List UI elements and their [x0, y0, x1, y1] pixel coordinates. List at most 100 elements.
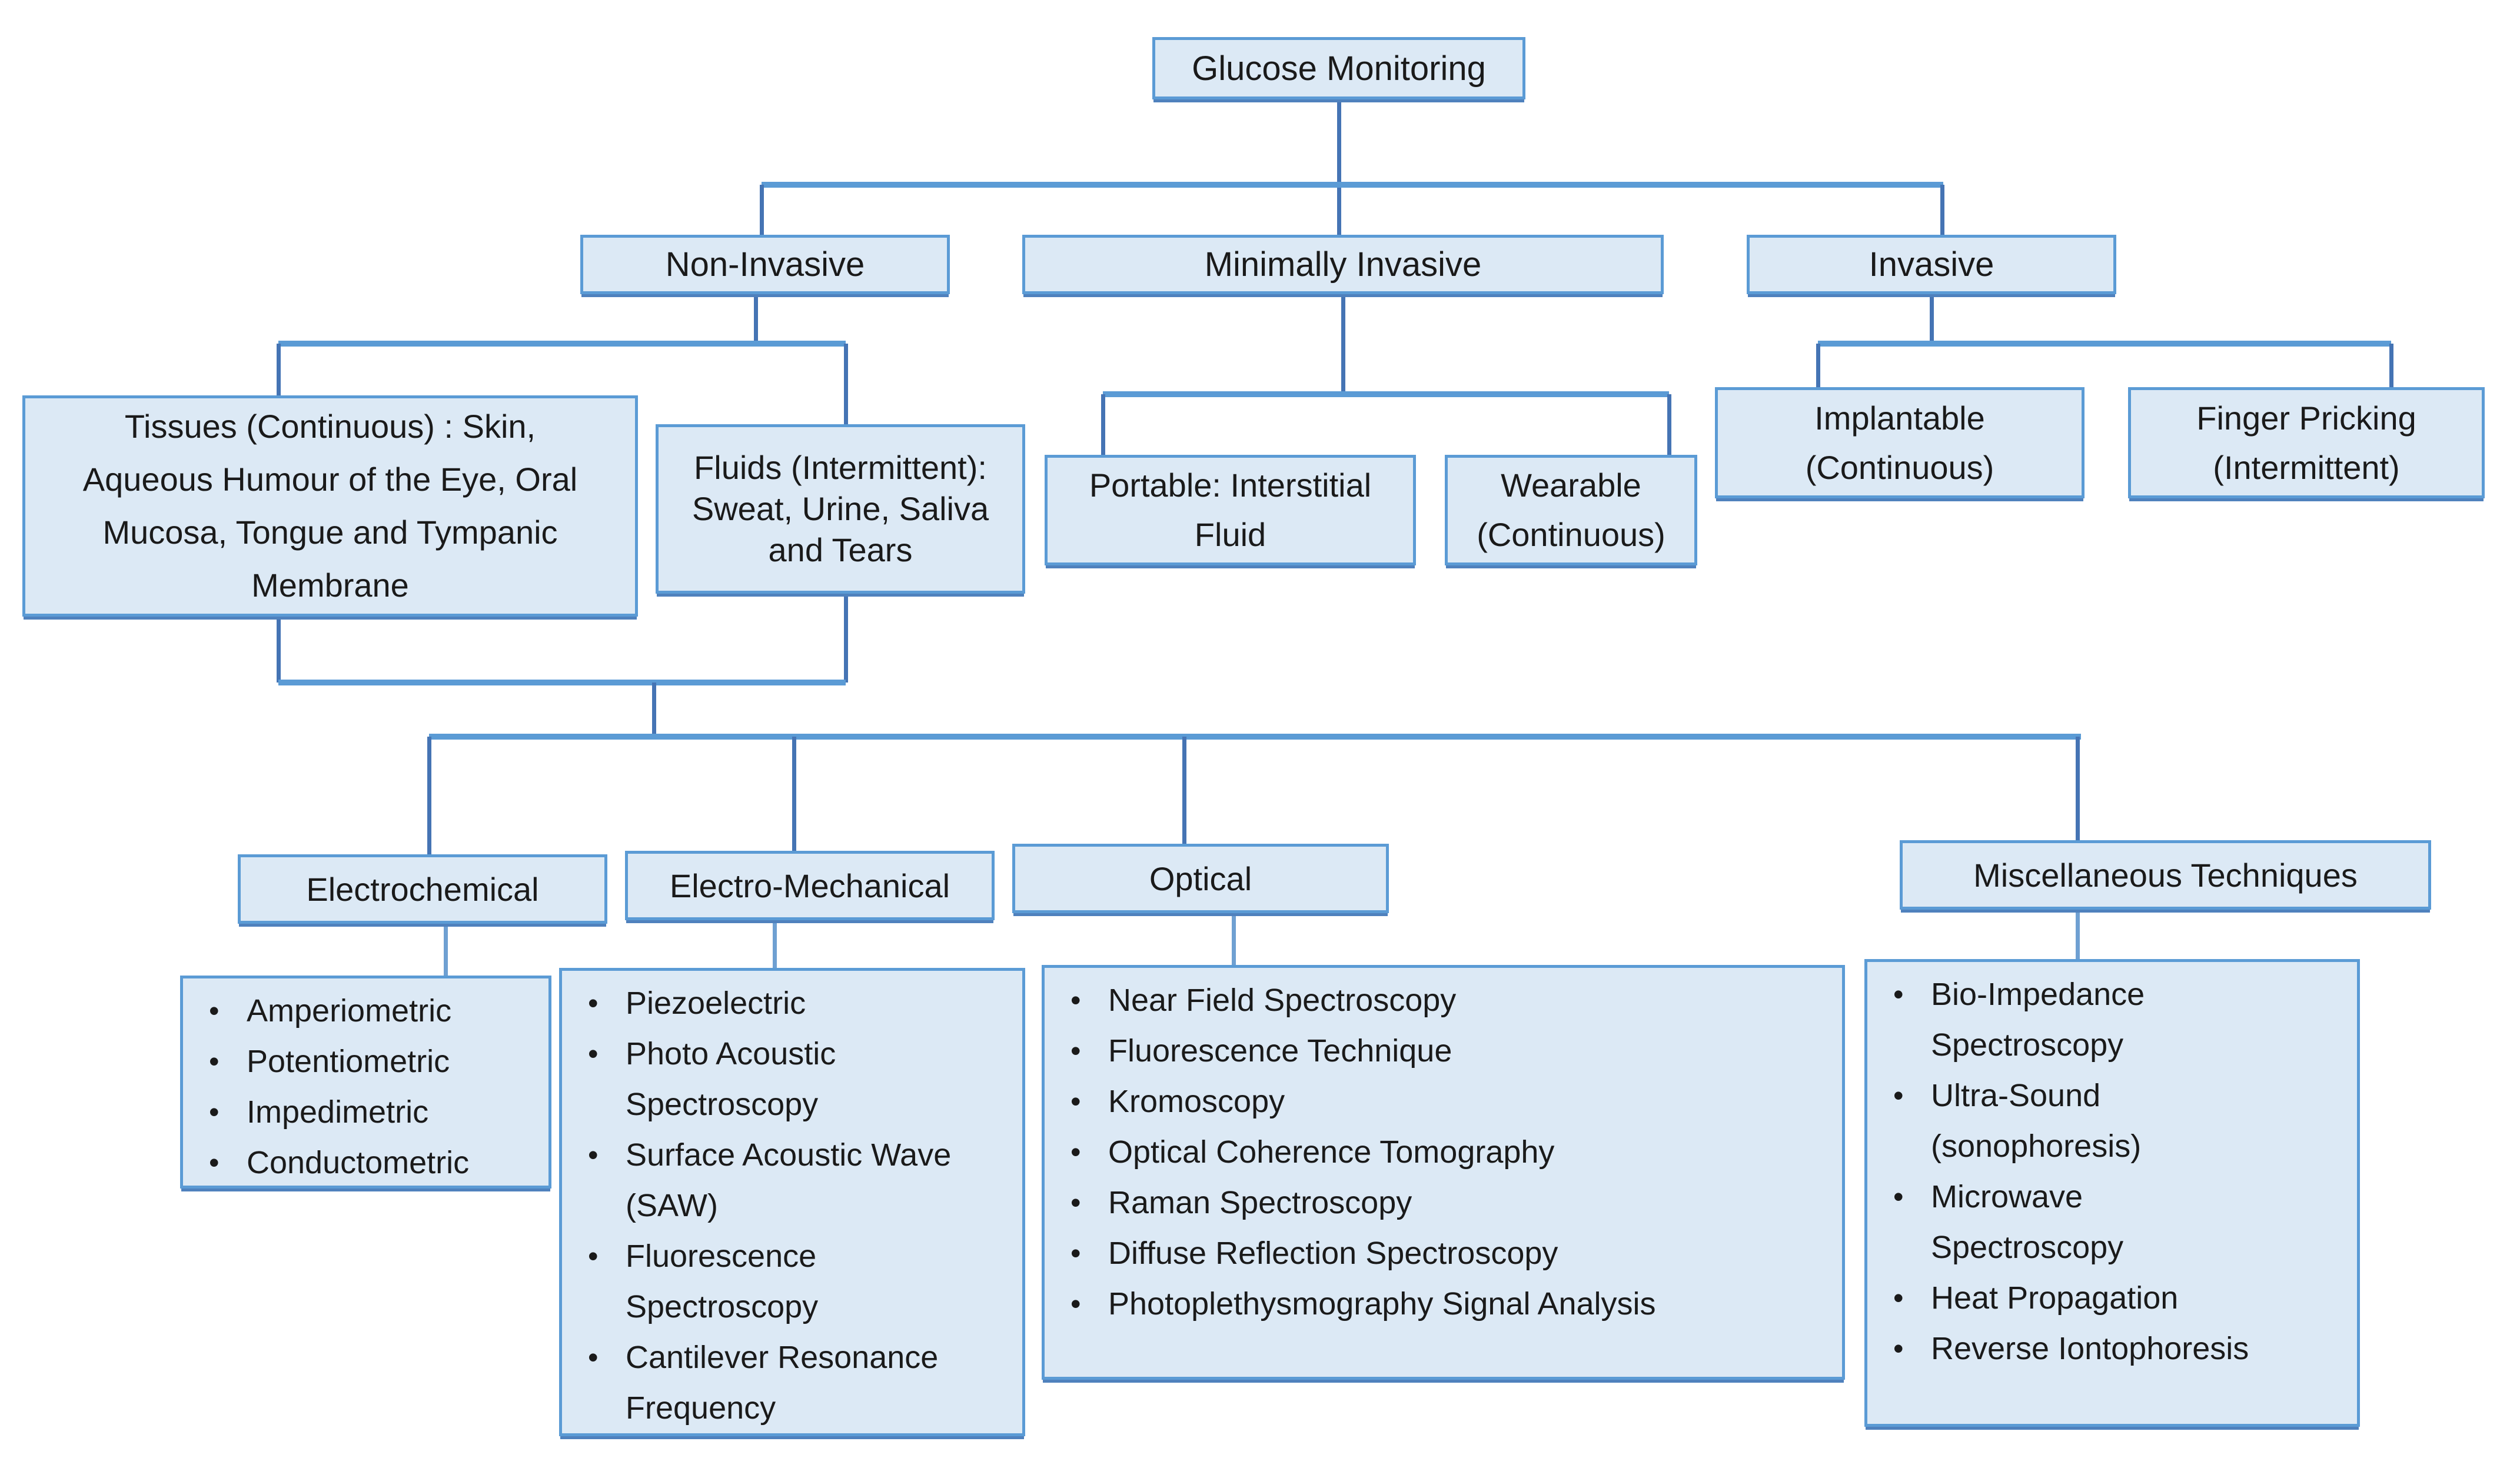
connector-line — [427, 737, 431, 854]
bullet-icon: • — [1893, 1079, 1904, 1112]
node-wearable: Wearable (Continuous) — [1445, 455, 1697, 565]
connector-line — [844, 594, 848, 683]
list-item-text: Raman Spectroscopy — [1108, 1185, 1412, 1220]
bullet-icon: • — [209, 1146, 220, 1179]
connector-line — [2389, 344, 2393, 387]
bullet-icon: • — [1893, 1281, 1904, 1314]
connector-line — [2076, 737, 2080, 840]
list-item: • Potentiometric — [183, 1036, 548, 1087]
connector-line — [760, 185, 764, 235]
connector-line — [1940, 185, 1944, 235]
node-label: Fluids (Intermittent): Sweat, Urine, Sal… — [691, 449, 989, 568]
bullet-icon: • — [1070, 1085, 1081, 1118]
list-item: • Bio-Impedance Spectroscopy — [1867, 969, 2357, 1070]
list-item: • Reverse Iontophoresis — [1867, 1323, 2357, 1374]
bullet-icon: • — [1070, 1287, 1081, 1320]
list-item-text: Fluorescence Spectroscopy — [626, 1239, 819, 1324]
connector-line — [1232, 913, 1236, 965]
list-item: • Fluorescence Technique — [1045, 1026, 1842, 1076]
connector-line — [444, 924, 448, 976]
list-item: •Raman Spectroscopy — [1045, 1177, 1842, 1228]
connector-line — [277, 617, 281, 683]
bullet-icon: • — [1070, 1237, 1081, 1270]
bullet-icon: • — [588, 1037, 599, 1070]
list-item: • Near Field Spectroscopy — [1045, 975, 1842, 1026]
list-electro-mechanical: • Piezoelectric • Photo Acoustic Spectrosco… — [559, 968, 1025, 1436]
bullet-icon: • — [1893, 1180, 1904, 1213]
bullet-icon: • — [588, 1341, 599, 1374]
node-label: Glucose Monitoring — [1192, 49, 1486, 88]
list-item-text: Piezoelectric — [626, 986, 806, 1021]
node-label: Electro-Mechanical — [669, 867, 950, 904]
connector-line — [773, 920, 777, 968]
list-item: •Fluorescence Spectroscopy — [562, 1231, 1022, 1332]
list-item: • Photo Acoustic Spectroscopy — [562, 1028, 1022, 1130]
bullet-icon: • — [1070, 1136, 1081, 1169]
list-item-text: Amperiometric — [247, 993, 452, 1028]
list-item-text: Photo Acoustic Spectroscopy — [626, 1036, 836, 1122]
node-label: Portable: Interstitial Fluid — [1089, 467, 1372, 553]
bullet-icon: • — [1893, 1332, 1904, 1365]
connector-line — [1341, 294, 1345, 394]
bullet-icon: • — [209, 1096, 220, 1129]
connector-line — [429, 734, 2081, 740]
list-item: • Conductometric — [183, 1137, 548, 1188]
list-item: •Diffuse Reflection Spectroscopy — [1045, 1228, 1842, 1279]
node-miscellaneous-techniques: Miscellaneous Techniques — [1900, 840, 2431, 910]
connector-line — [1101, 394, 1105, 455]
list-item: •Microwave Spectroscopy — [1867, 1171, 2357, 1273]
node-optical: Optical — [1012, 844, 1389, 913]
node-non-invasive: Non-Invasive — [580, 235, 950, 294]
connector-line — [844, 344, 848, 424]
bullet-icon: • — [1070, 1034, 1081, 1067]
bullet-icon: • — [588, 1139, 599, 1171]
connector-line — [1818, 341, 2391, 347]
connector-line — [1816, 344, 1820, 387]
list-item-text: Near Field Spectroscopy — [1108, 983, 1457, 1018]
list-item: • Impedimetric — [183, 1087, 548, 1137]
list-item: • Surface Acoustic Wave (SAW) — [562, 1130, 1022, 1231]
bullet-icon: • — [209, 994, 220, 1027]
bullet-icon: • — [1070, 984, 1081, 1017]
list-item-text: Impedimetric — [247, 1094, 429, 1130]
bullet-icon: • — [588, 987, 599, 1020]
node-finger-pricking: Finger Pricking (Intermittent) — [2128, 387, 2485, 498]
list-item-text: Kromoscopy — [1108, 1084, 1285, 1119]
list-item-text: Conductometric — [247, 1145, 470, 1180]
connector-line — [1667, 394, 1671, 455]
node-electrochemical: Electrochemical — [238, 854, 607, 924]
node-label: Miscellaneous Techniques — [1973, 856, 2358, 894]
bullet-icon: • — [1893, 978, 1904, 1011]
connector-line — [1930, 294, 1934, 344]
node-portable: Portable: Interstitial Fluid — [1045, 455, 1416, 565]
connector-line — [1182, 737, 1186, 844]
connector-line — [278, 341, 846, 347]
list-item: • Cantilever Resonance Frequency — [562, 1332, 1022, 1433]
list-item-text: Fluorescence Technique — [1108, 1033, 1452, 1068]
connector-line — [2076, 910, 2080, 959]
list-item-text: Reverse Iontophoresis — [1931, 1331, 2249, 1366]
node-label: Electrochemical — [306, 870, 539, 908]
node-fluids: Fluids (Intermittent): Sweat, Urine, Sal… — [656, 424, 1025, 594]
node-glucose-monitoring: Glucose Monitoring — [1152, 37, 1525, 99]
connector-line — [1103, 391, 1669, 397]
list-item-text: Bio-Impedance Spectroscopy — [1931, 977, 2145, 1063]
list-item-text: Potentiometric — [247, 1044, 450, 1079]
connector-line — [277, 344, 281, 395]
list-item: •Heat Propagation — [1867, 1273, 2357, 1323]
node-implantable: Implantable (Continuous) — [1715, 387, 2085, 498]
list-item-text: Surface Acoustic Wave (SAW) — [626, 1137, 952, 1223]
bullet-icon: • — [209, 1045, 220, 1078]
connector-line — [754, 294, 758, 344]
node-label: Implantable (Continuous) — [1805, 399, 1994, 486]
list-item: • Kromoscopy — [1045, 1076, 1842, 1127]
list-item: •Photoplethysmography Signal Analysis — [1045, 1279, 1842, 1329]
list-electrochemical: • Amperiometric • Potentiometric • Impedimetr… — [180, 976, 551, 1189]
connector-line — [792, 737, 796, 851]
node-label: Wearable (Continuous) — [1477, 467, 1665, 553]
list-item: •Ultra-Sound (sonophoresis) — [1867, 1070, 2357, 1171]
list-item-text: Cantilever Resonance Frequency — [626, 1340, 939, 1426]
node-electro-mechanical: Electro-Mechanical — [625, 851, 995, 920]
connector-line — [278, 680, 846, 685]
